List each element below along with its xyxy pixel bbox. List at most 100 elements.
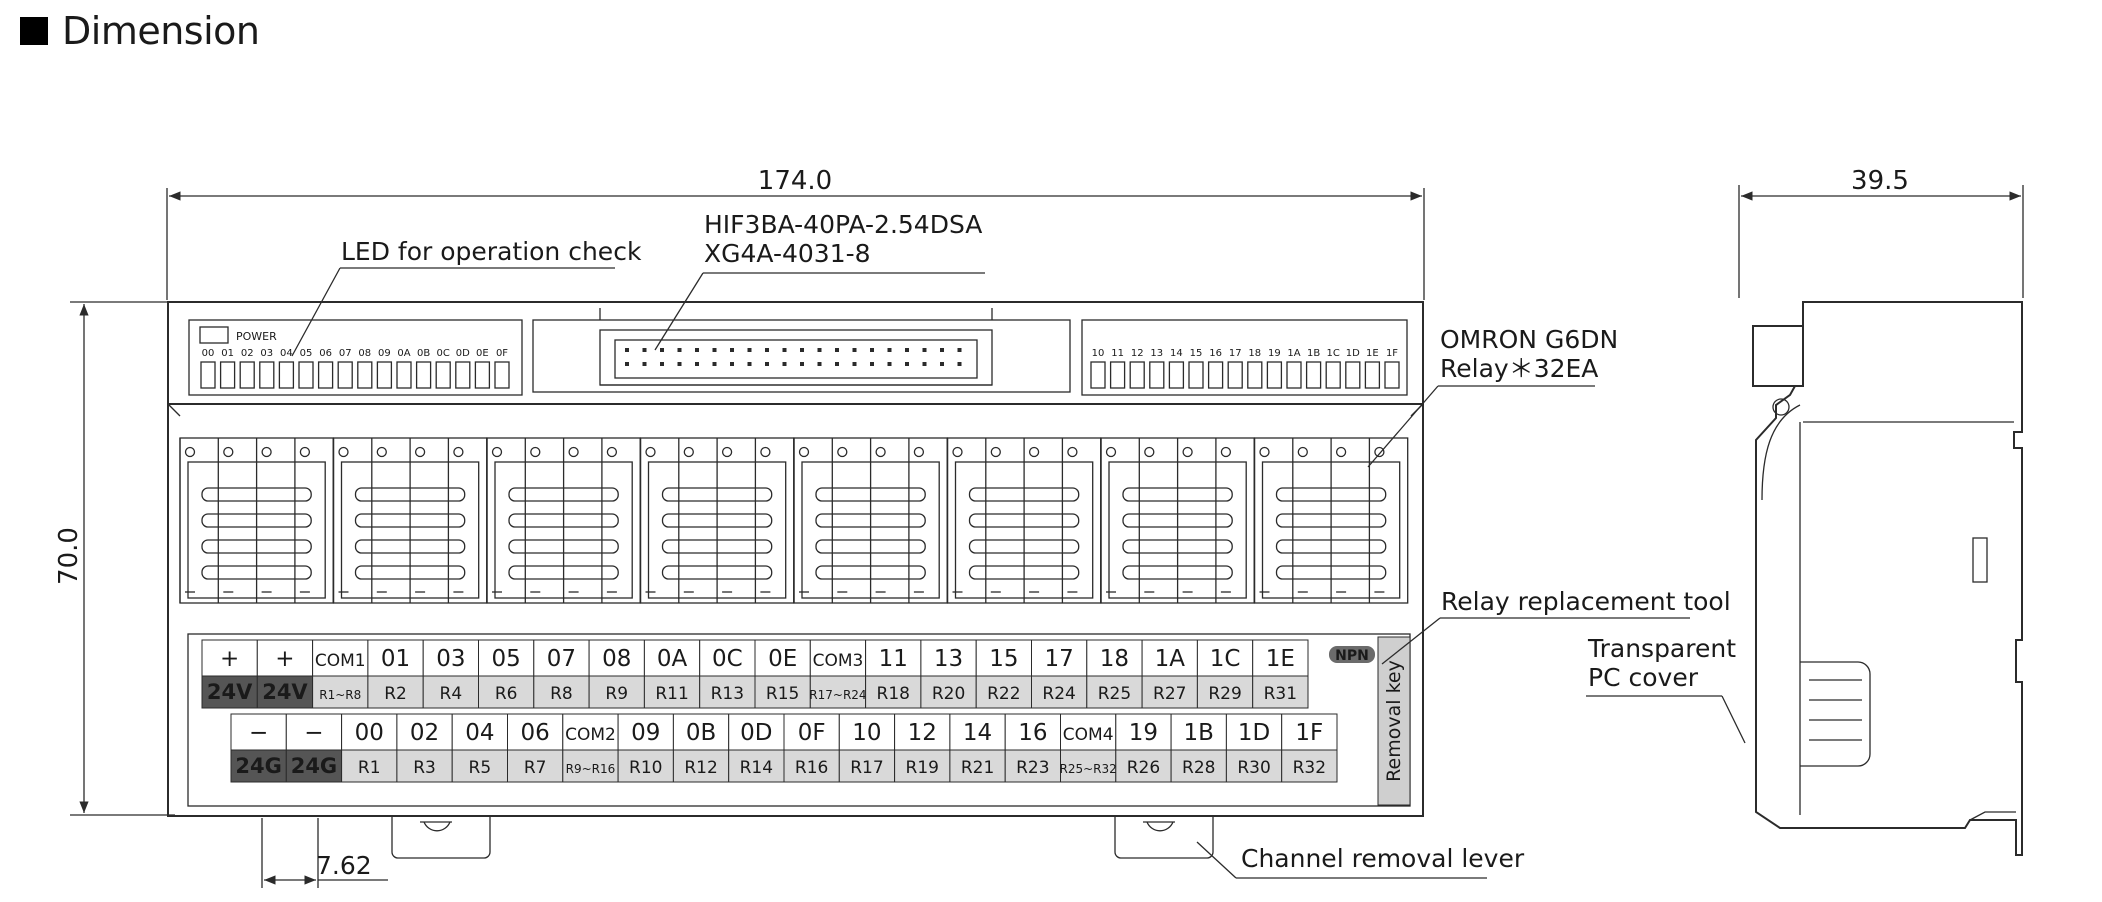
bottom-terminal-label-cell xyxy=(728,749,785,783)
relay-screw xyxy=(223,446,234,458)
top-terminal-top-text: 1E xyxy=(1266,646,1295,672)
top-terminal-bottom-text: R2 xyxy=(384,684,407,704)
relay-screw xyxy=(721,446,733,458)
led-left-channel-led xyxy=(396,361,412,389)
removal-key xyxy=(1377,636,1411,806)
relay-screw xyxy=(1220,446,1232,458)
bottom-terminal-bottom-text: R28 xyxy=(1182,758,1215,778)
din-clip-left xyxy=(391,816,491,859)
connector-pin xyxy=(940,348,944,352)
callout-replacement-tool: Relay replacement tool xyxy=(1381,587,1731,665)
relay-screw xyxy=(184,446,196,458)
bottom-terminal-bottom-text: 24G xyxy=(291,754,337,778)
connector-pin xyxy=(940,362,944,366)
led-right-channel-led xyxy=(1129,361,1145,389)
top-terminal-top-text: COM1 xyxy=(315,651,366,671)
top-terminal-top-text: 18 xyxy=(1100,646,1129,672)
bottom-terminal-cell xyxy=(1170,713,1227,751)
top-terminal-bottom-text: R11 xyxy=(655,684,688,704)
bottom-terminal-top-text: COM2 xyxy=(565,725,616,745)
top-terminal-label-cell xyxy=(809,675,867,709)
connector-pin xyxy=(835,348,839,352)
led-left-channel-led xyxy=(357,361,373,389)
section-heading: Dimension xyxy=(20,6,260,56)
bottom-terminal-bottom-text: 24G xyxy=(235,754,281,778)
connector-callout-line1: HIF3BA-40PA-2.54DSA xyxy=(704,210,982,239)
bottom-terminal-label-cell xyxy=(894,749,951,783)
top-terminal-label-cell xyxy=(699,675,756,709)
bottom-terminal-cell xyxy=(617,713,674,751)
bottom-terminal-top-text: − xyxy=(249,720,268,746)
connector-pin xyxy=(957,348,962,352)
led-left-channel-label: 0E xyxy=(476,348,489,359)
bottom-terminal-top-text: 10 xyxy=(852,720,881,746)
led-left-channel-led xyxy=(337,361,353,389)
relay-screw xyxy=(952,446,963,458)
relay-screw xyxy=(875,446,886,458)
relay-screw xyxy=(530,446,541,458)
top-terminal-label-cell xyxy=(1031,675,1088,709)
bottom-terminal-bottom-text: R10 xyxy=(629,758,662,778)
relay-screw xyxy=(1297,446,1308,458)
bottom-terminal-top-text: 0F xyxy=(798,720,826,746)
connector-pin xyxy=(765,348,769,352)
bottom-terminal-bottom-text: R21 xyxy=(961,758,994,778)
top-terminal-bottom-text: R31 xyxy=(1264,684,1297,704)
connector-pin xyxy=(712,348,717,352)
top-terminal-bottom-text: R13 xyxy=(711,684,744,704)
top-terminal-cell xyxy=(643,639,701,677)
led-left-channel-label: 0F xyxy=(496,348,508,359)
led-left-channel-led xyxy=(494,361,510,389)
led-right-channel-label: 13 xyxy=(1150,348,1163,359)
top-terminal-bottom-text: R8 xyxy=(550,684,573,704)
callout-pc-cover: Transparent PC cover xyxy=(1586,634,1746,744)
bottom-terminal-label-cell xyxy=(672,749,730,783)
bottom-terminal-cell xyxy=(507,713,564,751)
connector-pin xyxy=(660,362,664,366)
top-terminal-top-text: COM3 xyxy=(813,651,864,671)
relay-screw xyxy=(645,446,656,458)
npn-label: NPN xyxy=(1335,648,1369,664)
led-right-channel-led xyxy=(1325,361,1341,389)
connector-pin xyxy=(835,362,839,366)
top-terminal-label-cell xyxy=(533,675,590,709)
top-terminal-top-text: 07 xyxy=(547,646,576,672)
bottom-terminal-label-cell xyxy=(838,749,896,783)
top-terminal-bottom-text: 24V xyxy=(207,680,253,704)
bottom-terminal-top-text: 0B xyxy=(686,720,716,746)
bottom-terminal-bottom-text: R9~R16 xyxy=(566,762,616,776)
bottom-terminal-cell xyxy=(838,713,896,751)
led-right-channel-label: 1B xyxy=(1307,348,1320,359)
connector-pin xyxy=(660,348,664,352)
height-value: 70.0 xyxy=(54,527,84,585)
led-right-channel-label: 18 xyxy=(1248,348,1261,359)
top-terminal-label-cell xyxy=(920,675,977,709)
pitch-dimension: 7.62 xyxy=(261,818,388,888)
bottom-terminal-bottom-text: R7 xyxy=(524,758,547,778)
relay-screw xyxy=(798,446,810,458)
bottom-terminal-label-cell xyxy=(1115,749,1172,783)
top-terminal-top-text: 0E xyxy=(768,646,797,672)
top-terminal-label-cell xyxy=(478,675,535,709)
bottom-terminal-label-cell xyxy=(1170,749,1227,783)
relay-callout-line2: Relay＊32EA xyxy=(1440,354,1598,383)
relay-screw xyxy=(1182,446,1193,458)
led-left-channel-led xyxy=(415,361,432,389)
bottom-terminal-cell xyxy=(1225,713,1283,751)
led-right-channel-led xyxy=(1364,361,1381,389)
top-terminal-top-text: 0A xyxy=(657,646,688,672)
relay-screw xyxy=(1374,446,1385,458)
connector-pin xyxy=(817,362,822,366)
top-terminal-bottom-text: R27 xyxy=(1153,684,1186,704)
relay-screw xyxy=(1259,446,1270,458)
bottom-terminal-bottom-text: R16 xyxy=(795,758,828,778)
callout-led: LED for operation check xyxy=(291,237,642,357)
depth-value: 39.5 xyxy=(1851,166,1909,196)
top-terminal-label-cell xyxy=(1141,675,1198,709)
bottom-terminal-label-cell xyxy=(396,749,453,783)
led-panel-left xyxy=(188,319,523,396)
connector-pin xyxy=(747,362,752,366)
led-left-channel-led xyxy=(317,361,334,389)
top-terminal-cell xyxy=(1031,639,1088,677)
top-terminal-cell xyxy=(754,639,811,677)
